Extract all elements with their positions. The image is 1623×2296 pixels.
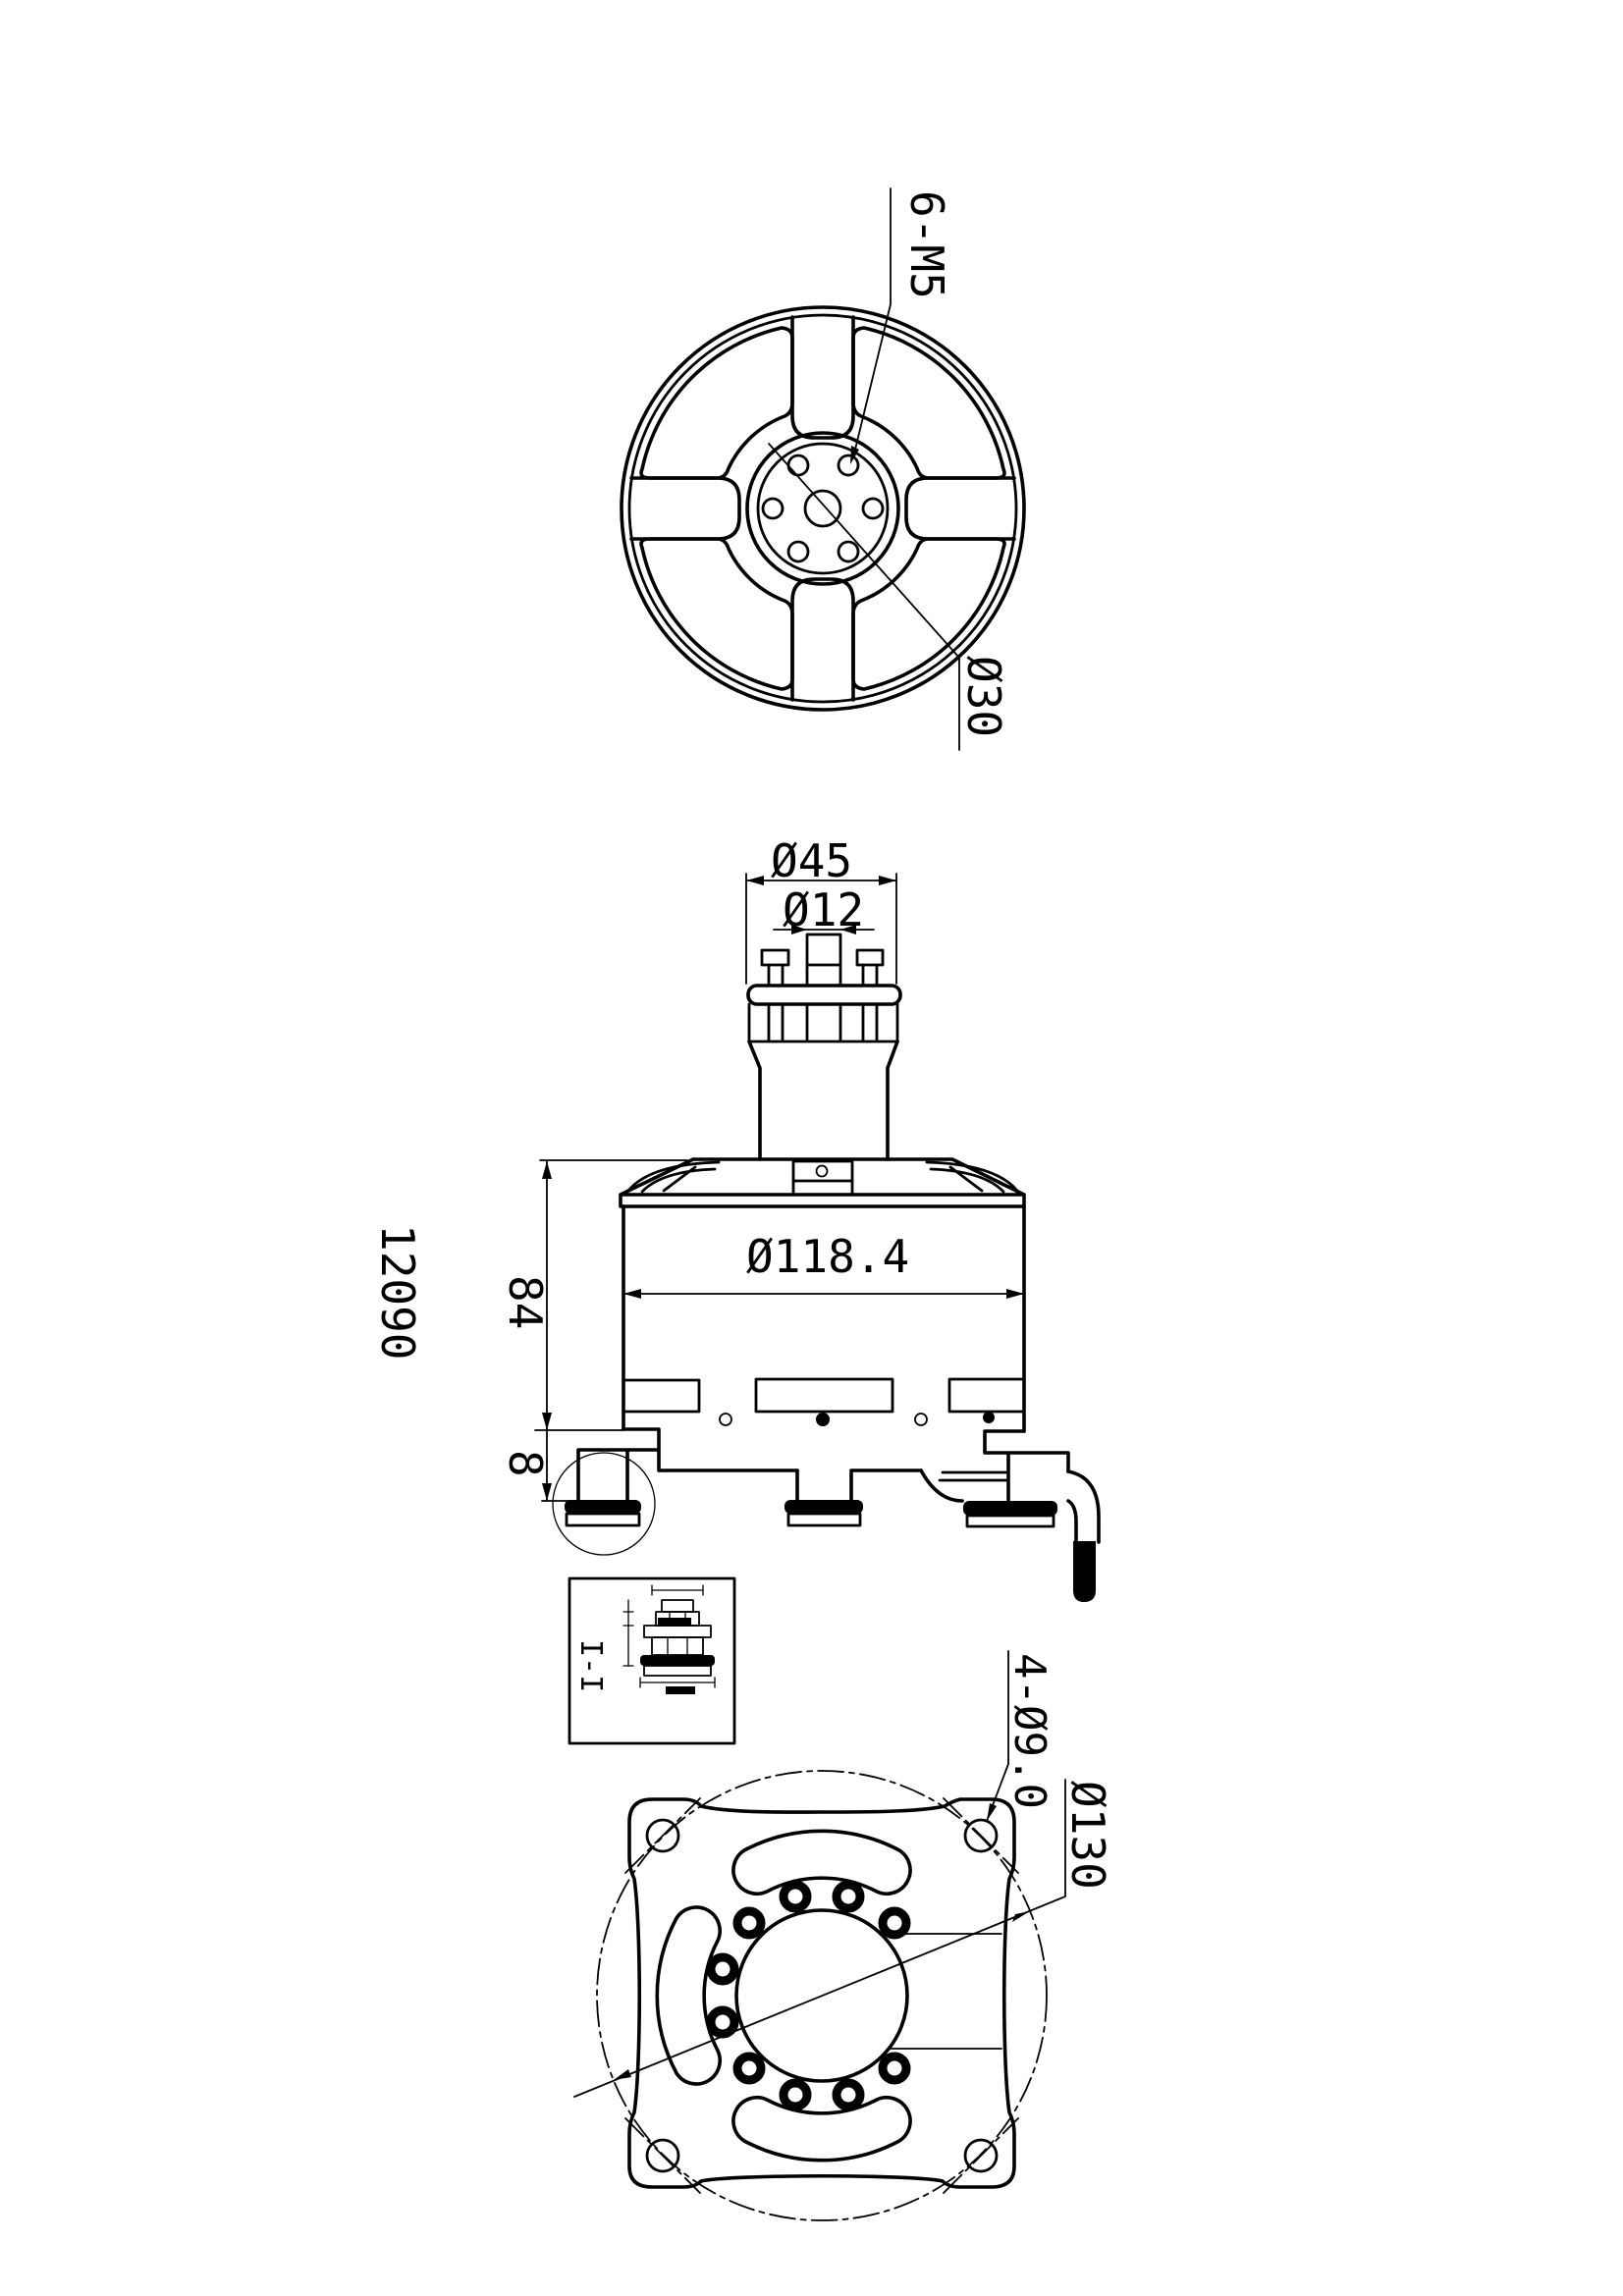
bolt-circle-leader-line	[768, 443, 960, 751]
stator-body	[622, 1204, 1026, 1433]
thread-leader-arrow	[850, 446, 859, 464]
side-view: Ø45 Ø12	[371, 834, 1101, 1602]
rotor-inner-ring	[627, 313, 1018, 704]
bolt-circle-label: Ø30	[957, 656, 1010, 737]
model-code-label: 12090	[371, 1224, 424, 1360]
rotor-outer-circle	[620, 305, 1026, 712]
base-height-label: 8	[499, 1450, 552, 1477]
mount-circle-label: Ø130	[1061, 1781, 1114, 1890]
detail-box	[568, 1576, 736, 1745]
hub-bolt-holes	[761, 454, 885, 563]
mount-hole-label: 4-Ø9.0	[1004, 1653, 1055, 1809]
rotor-windows	[639, 326, 1006, 691]
shaft-neck	[747, 1040, 899, 1161]
motor-wire	[1073, 1541, 1096, 1602]
wire-tube	[938, 1470, 1010, 1482]
shaft-hole	[803, 489, 842, 528]
thread-callout-label: 6-M5	[900, 190, 953, 299]
hub-inner-circle	[756, 442, 890, 575]
shaft-dia-label: Ø12	[783, 883, 864, 936]
top-view: 6-M5 Ø30	[620, 187, 1026, 751]
bottom-view: Ø130 4-Ø9.0	[573, 1650, 1114, 2221]
right-foot-damper	[963, 1501, 1057, 1516]
stator-dia-label: Ø118.4	[746, 1230, 909, 1283]
detail-view: I-I	[568, 1576, 736, 1745]
body-height-label: 84	[499, 1275, 552, 1329]
hub-outer-circle	[745, 431, 900, 586]
rotor-arms	[629, 315, 1016, 702]
left-foot-damper	[565, 1500, 641, 1514]
detail-callout-circle	[552, 1452, 656, 1556]
motor-bell-top	[619, 1157, 1026, 1208]
mount-plate-outline	[627, 1797, 1016, 2189]
prop-adapter-plate	[746, 984, 902, 1006]
thread-leader-line	[852, 187, 892, 458]
mount-hole-leader-line	[986, 1650, 1009, 1822]
cooling-slots	[655, 1829, 912, 2163]
mount-circle-dim-line	[573, 1779, 1066, 2098]
center-foot-damper	[784, 1500, 863, 1514]
mount-bolt-circle	[596, 1770, 1048, 2221]
height-dimensions: 84 8	[499, 1159, 688, 1502]
section-label: I-I	[573, 1639, 608, 1692]
mounting-base	[565, 1427, 1101, 1602]
shaft-assembly	[746, 933, 902, 1161]
adapter-dim-lines	[745, 873, 897, 985]
bore-extension-lines	[880, 1933, 1002, 2050]
adapter-dia-label: Ø45	[771, 834, 852, 887]
center-bore	[734, 1908, 909, 2083]
mount-ear-holes	[624, 1797, 1019, 2194]
foot-section-drawing	[622, 1584, 716, 1694]
stator-bolt-holes	[706, 1880, 911, 2111]
